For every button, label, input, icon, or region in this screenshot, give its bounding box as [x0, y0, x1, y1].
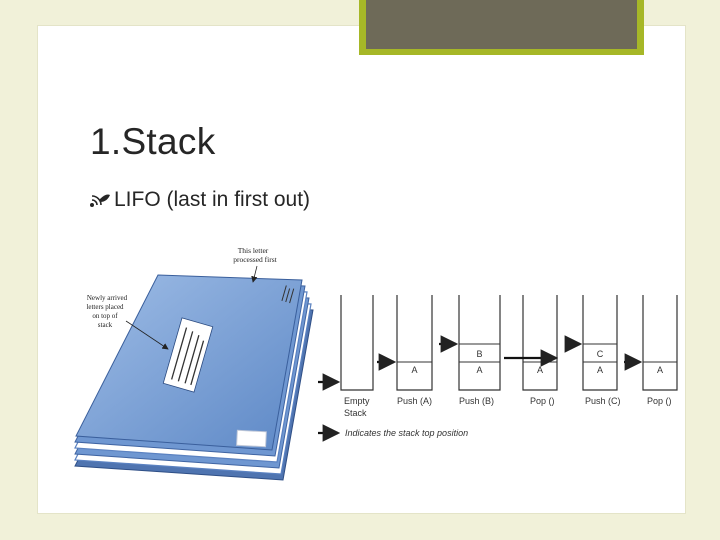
stack-caption: Empty	[344, 396, 370, 406]
bullet-text: LIFO (last in first out)	[114, 188, 311, 211]
callout-left-line: letters placed	[86, 303, 124, 311]
callout-left-line: on top of	[92, 312, 118, 320]
stack-caption: Stack	[344, 408, 367, 418]
postage-stamp	[236, 429, 267, 448]
stack-frame-push-c: A C Push (C)	[564, 295, 621, 406]
stack-frame-empty: Empty Stack	[318, 295, 374, 418]
stack-frame-push-b: A B Push (B)	[439, 295, 501, 406]
callout-left-line: stack	[98, 321, 113, 329]
stamp-text	[281, 285, 295, 304]
stack-cell: A	[657, 365, 663, 375]
stack-cell: A	[597, 365, 603, 375]
stack-caption: Push (B)	[459, 396, 494, 406]
stack-cell: B	[476, 349, 482, 359]
stack-caption: Pop ()	[530, 396, 555, 406]
slide-title: 1.Stack	[90, 121, 216, 162]
letter-stack	[74, 274, 314, 481]
bullet-item: LIFO (last in first out)	[89, 188, 310, 212]
decor-tab-inner	[366, 0, 637, 49]
stack-caption: Push (C)	[585, 396, 621, 406]
stack-frame-push-a: A Push (A)	[377, 295, 433, 406]
stack-cell: A	[476, 365, 482, 375]
stack-caption: Pop ()	[647, 396, 672, 406]
stack-frame-pop-2: A Pop ()	[624, 295, 678, 406]
stack-legend: Indicates the stack top position	[318, 424, 468, 442]
address-label	[162, 317, 214, 393]
stack-cell: A	[537, 365, 543, 375]
callout-top-pointer	[251, 265, 258, 283]
stack-cell: A	[411, 365, 417, 375]
callout-top-line: processed first	[233, 255, 277, 264]
stack-cell: C	[597, 349, 604, 359]
stack-frame-pop-1: A Pop ()	[504, 295, 559, 406]
legend-text: Indicates the stack top position	[345, 428, 468, 438]
stack-diagram: Empty Stack A Push (A) A B Push (B) A Po…	[318, 295, 678, 442]
stack-caption: Push (A)	[397, 396, 432, 406]
callout-left-pointer	[125, 320, 169, 350]
callout-top-line: This letter	[238, 246, 269, 255]
callout-left-line: Newly arrived	[87, 294, 128, 302]
wifi-leaf-bullet-icon	[90, 194, 110, 207]
